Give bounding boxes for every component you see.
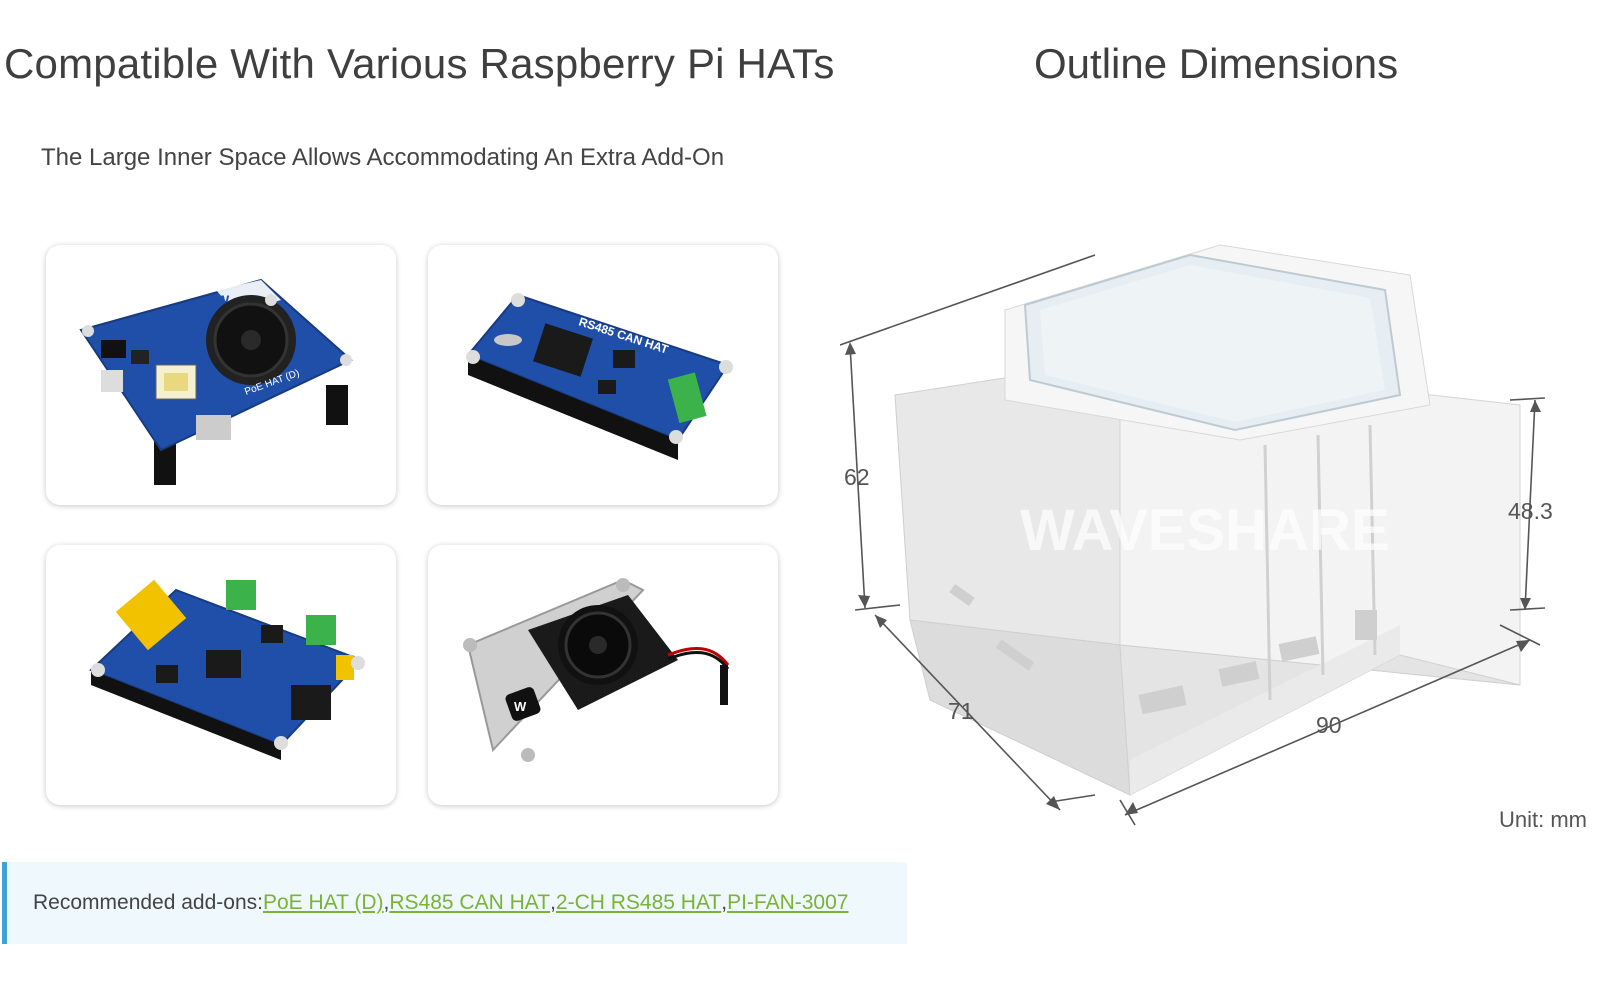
addons-separator: , [383, 891, 390, 914]
section-title-compatible: Compatible With Various Raspberry Pi HAT… [4, 40, 835, 87]
product-card-rs485-can-hat[interactable]: RS485 CAN HAT [428, 245, 778, 505]
dimension-height-body: 48.3 [1508, 498, 1553, 524]
unit-label: Unit: mm [1499, 807, 1587, 832]
product-card-2ch-rs485-hat[interactable] [46, 545, 396, 805]
addon-link-pi-fan-3007[interactable]: PI-FAN-3007 [727, 891, 849, 914]
dimension-height-total: 62 [844, 464, 870, 490]
svg-text:W: W [514, 699, 527, 714]
pi-fan-image: W [463, 578, 730, 762]
2ch-rs485-hat-image [89, 579, 365, 760]
addon-link-2ch-rs485-hat[interactable]: 2-CH RS485 HAT [555, 891, 722, 914]
dimension-depth: 71 [948, 698, 974, 724]
section-subtitle: The Large Inner Space Allows Accommodati… [41, 144, 725, 171]
addon-link-poe-hat[interactable]: PoE HAT (D) [262, 891, 384, 914]
dimension-width: 90 [1316, 712, 1342, 738]
section-title-dimensions: Outline Dimensions [1034, 40, 1399, 87]
outline-dimensions-drawing: WAVESHARE [840, 230, 1600, 870]
svg-text:WAVESHARE: WAVESHARE [1020, 498, 1390, 563]
addons-separator: , [721, 891, 728, 914]
product-card-pi-fan-3007[interactable]: W [428, 545, 778, 805]
addon-link-rs485-can-hat[interactable]: RS485 CAN HAT [389, 891, 551, 914]
addons-prefix: Recommended add-ons: [33, 891, 263, 914]
rs485-can-hat-image: RS485 CAN HAT [466, 293, 733, 460]
poe-hat-image: W PoE HAT (D) [79, 278, 353, 485]
recommended-addons-banner: Recommended add-ons: PoE HAT (D) , RS485… [2, 862, 907, 944]
addons-separator: , [550, 891, 556, 914]
enclosure-image: WAVESHARE [840, 244, 1546, 826]
product-card-poe-hat[interactable]: W PoE HAT (D) [46, 245, 396, 505]
